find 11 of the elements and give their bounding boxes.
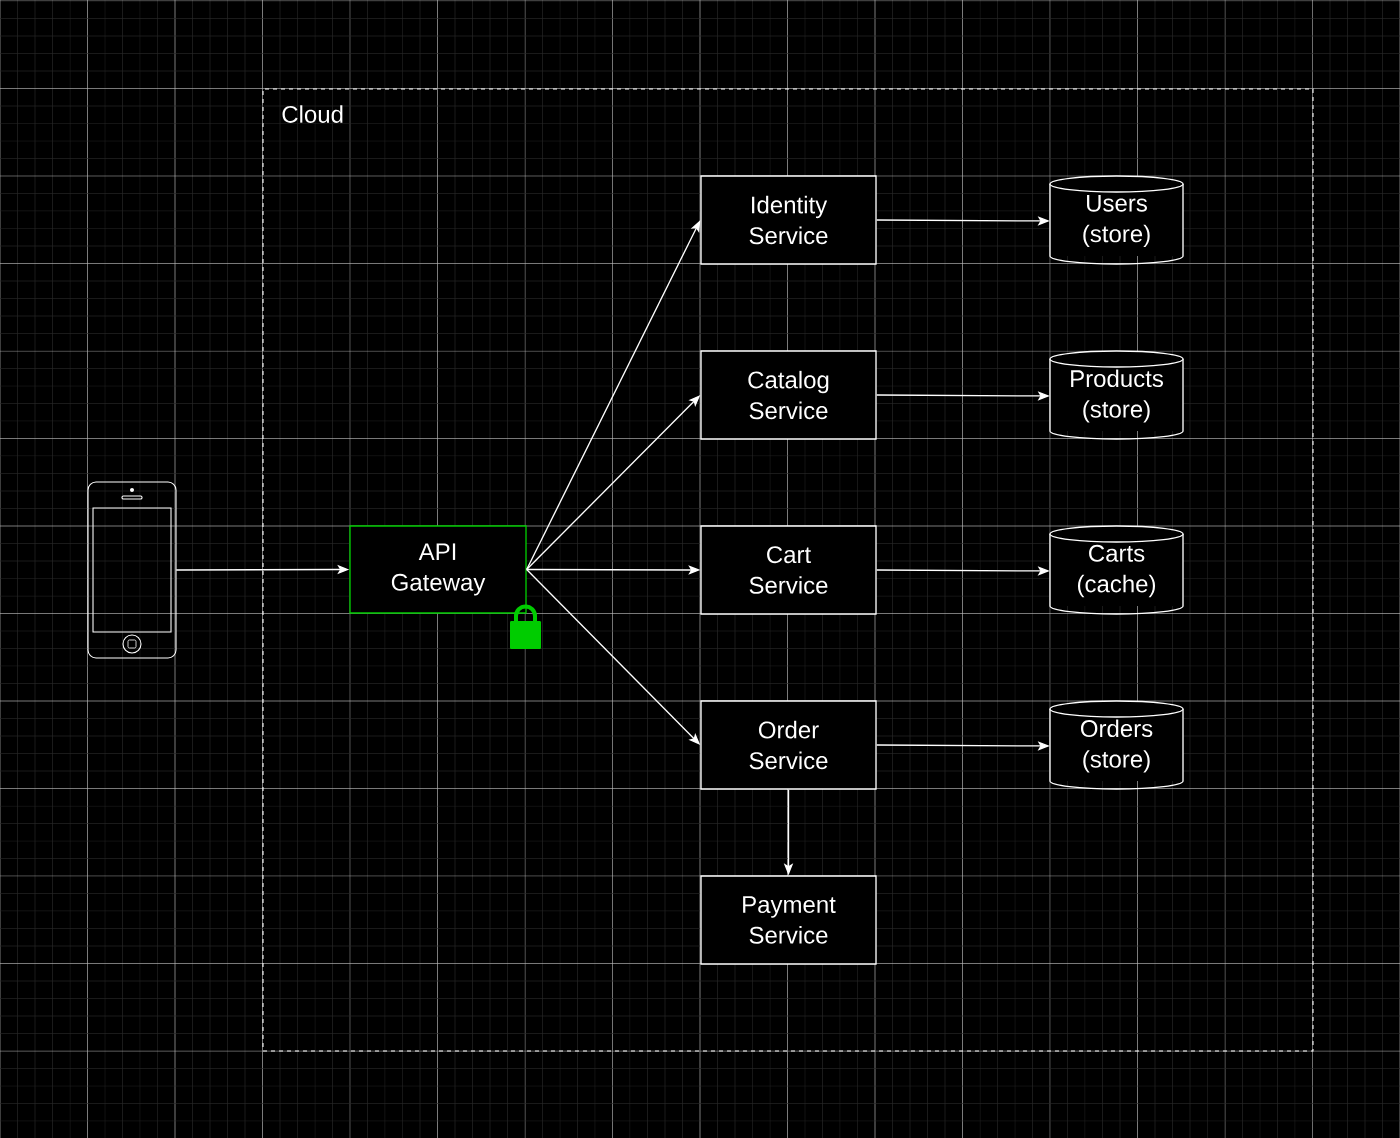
service-box: Payment Service [700, 875, 877, 965]
database-cylinder: Orders (store) [1049, 700, 1184, 790]
phone-drawing [87, 481, 177, 659]
database-cylinder: Users (store) [1049, 175, 1184, 265]
service-box: Identity Service [700, 175, 877, 265]
service-box: Cart Service [700, 525, 877, 615]
database-cylinder: Carts (cache) [1049, 525, 1184, 615]
gateway-box: API Gateway [349, 525, 527, 614]
service-box: Order Service [700, 700, 877, 790]
service-box: Catalog Service [700, 350, 877, 440]
database-cylinder: Products (store) [1049, 350, 1184, 440]
